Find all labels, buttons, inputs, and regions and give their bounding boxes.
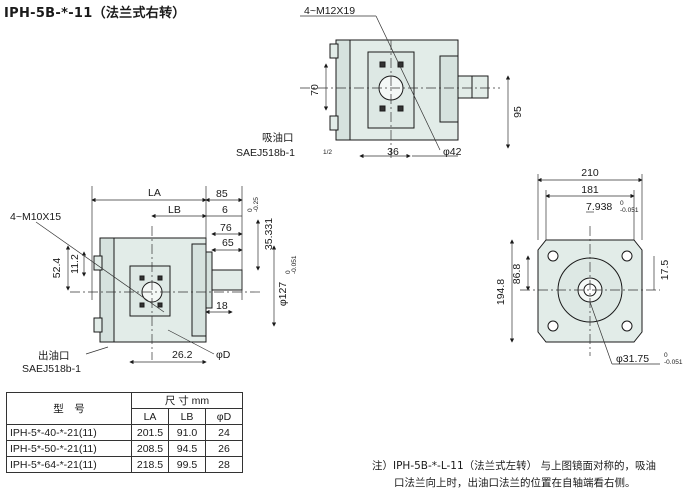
dim-phiD: φD [216,349,231,361]
col-LA: LA [131,408,169,425]
header-size: 尺 寸 mm [131,392,243,409]
dim-26-2: 26.2 [172,349,193,361]
front-view: 210 181 7.938 0 -0.051 194.8 86.8 17.5 φ… [495,167,683,366]
footnote: 注）IPH-5B-*-L-11（法兰式左转） 与上图镜面对称的，吸油 口法兰向上… [372,458,656,492]
side-port-std: SAEJ518b-1 [22,363,81,375]
dim-6: 6 [222,204,228,216]
dim-86-8: 86.8 [511,264,523,285]
dim-phi127-tol: -0.051 [291,255,298,274]
top-view: 4~M12X19 70 95 36 φ42 吸油口 SAEJ518b-1 1/2 [236,5,524,160]
footnote-line-1: 注）IPH-5B-*-L-11（法兰式左转） 与上图镜面对称的，吸油 [372,460,656,472]
dim-LB: LB [168,204,181,216]
dim-65: 65 [222,237,234,249]
header-model: 型 号 [6,392,132,425]
table-row: IPH-5*-50-*-21(11) 208.5 94.5 26 [6,440,243,457]
dim-phi127: φ127 [277,282,289,306]
side-port-label: 出油口 [38,349,70,362]
top-port-std: SAEJ518b-1 [236,147,295,159]
front-view-body [537,239,643,343]
dim-7-938-tol: -0.051 [620,207,639,214]
dim-phi127-tol2: 0 [285,270,292,274]
dim-52-4: 52.4 [51,258,63,279]
dim-35-331: 35.331 [263,218,275,250]
drawing-title: IPH-5B-*-11（法兰式右转） [4,6,186,21]
col-D: φD [205,408,243,425]
dim-95: 95 [512,106,524,118]
table-row: IPH-5*-64-*-21(11) 218.5 99.5 28 [6,456,243,473]
table-row: IPH-5*-40-*-21(11) 201.5 91.0 24 [6,424,243,441]
dim-194-8: 194.8 [495,279,507,305]
spec-table: 型 号 尺 寸 mm LA LB φD IPH-5*-40-*-21(11) 2… [6,392,243,473]
dim-18: 18 [216,300,228,312]
dim-36: 36 [387,146,399,158]
top-port-std-frac: 1/2 [323,149,332,156]
side-bolt-label: 4~M10X15 [10,211,61,223]
top-bolt-label: 4~M12X19 [304,5,355,17]
footnote-line-2: 口法兰向上时，出油口法兰的位置在自轴端看右侧。 [394,477,636,489]
front-view-dims [509,174,660,365]
side-view-body [93,237,243,343]
dim-LA: LA [148,187,161,199]
dim-phi31-75-tol: -0.051 [664,359,683,366]
top-view-body [329,39,489,141]
dim-17-5: 17.5 [659,260,671,281]
dim-phi42: φ42 [443,146,462,158]
dim-35-331-tol2: 0 [247,208,254,212]
dim-35-331-tol: -0.25 [253,197,260,212]
dim-phi31-75: φ31.75 [616,353,649,365]
dim-70: 70 [309,84,321,96]
dim-210: 210 [581,167,599,179]
dim-181: 181 [581,184,599,196]
side-view: 4~M10X15 LA LB 85 6 76 65 18 26.2 φD 52.… [10,186,298,375]
col-LB: LB [168,408,206,425]
dim-11-2: 11.2 [69,254,81,274]
dim-phi31-75-tol2: 0 [664,352,668,359]
side-view-dims [35,186,277,365]
top-port-label: 吸油口 [262,131,294,144]
dim-85: 85 [216,188,228,200]
top-view-dims [300,15,511,160]
dim-76: 76 [220,222,232,234]
dim-7-938: 7.938 [586,201,612,213]
dim-7-938-tol2: 0 [620,200,624,207]
